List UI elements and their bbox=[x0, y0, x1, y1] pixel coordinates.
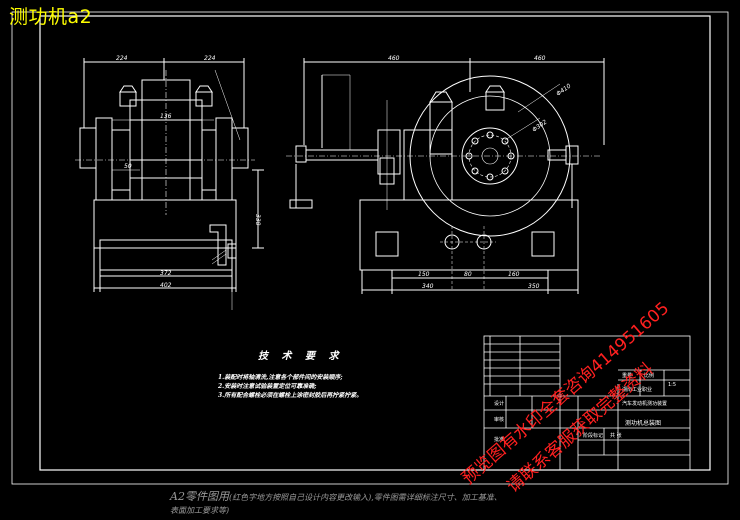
dim-front-right: 340 bbox=[422, 283, 434, 290]
dim-front-mid2: 160 bbox=[508, 271, 520, 278]
inner-frame bbox=[39, 15, 711, 471]
side-view bbox=[75, 58, 264, 310]
tb-school: 湖南工业职业 bbox=[622, 387, 653, 393]
footer-note: A2零件图用(红色字地方按照自己设计内容更改输入),零件图需详细标注尺寸、加工基… bbox=[170, 488, 502, 504]
tb-design-label: 设计 bbox=[494, 401, 505, 407]
footer-sub: (红色字地方按照自己设计内容更改输入),零件图需详细标注尺寸、加工基准、 bbox=[228, 493, 502, 502]
footer-main: A2零件图用 bbox=[170, 490, 229, 503]
tb-weight-label: 重量 bbox=[622, 373, 633, 379]
dim-front-top-left: 460 bbox=[388, 55, 400, 62]
dim-side-bottom-inner: 372 bbox=[160, 270, 172, 277]
dim-side-inner: 136 bbox=[160, 113, 172, 120]
dim-front-left2: 350 bbox=[528, 283, 540, 290]
front-view bbox=[286, 58, 605, 294]
tb-subtitle: 汽车发动机测功装置 bbox=[622, 401, 668, 407]
technical-requirements-notes: 1.装配时将轴清洗,注意各个部件间的安装顺序; 2.安装时注意试验装置定位可靠准… bbox=[218, 373, 362, 400]
footer-note-line2: 表面加工要求等) bbox=[170, 506, 230, 515]
tb-check-label: 审核 bbox=[494, 417, 505, 423]
tb-sheet-label: 共 张 bbox=[610, 433, 622, 439]
dim-side-top-left: 224 bbox=[116, 55, 128, 62]
tech-note: 3.所有配合螺栓必须在螺栓上涂密封胶后再拧紧拧紧。 bbox=[218, 392, 363, 399]
technical-requirements-heading: 技 术 要 求 bbox=[258, 351, 344, 362]
title-block bbox=[483, 335, 691, 471]
dim-front-top-right: 460 bbox=[534, 55, 546, 62]
tech-note: 2.安装时注意试验装置定位可靠准确; bbox=[218, 383, 317, 390]
dim-side-top-right: 224 bbox=[204, 55, 216, 62]
tb-scale-value: 1:5 bbox=[668, 382, 677, 388]
dim-front-left: 150 bbox=[418, 271, 430, 278]
tb-scale-label: 比例 bbox=[644, 373, 655, 379]
drawing-title: 测功机a2 bbox=[9, 6, 93, 28]
dim-front-mid1: 80 bbox=[464, 271, 472, 278]
tb-stage-label: 阶段标记 bbox=[583, 433, 604, 439]
tech-note: 1.装配时将轴清洗,注意各个部件间的安装顺序; bbox=[218, 374, 343, 381]
dim-dia-mid: Φ302 bbox=[531, 119, 548, 134]
tb-drawing-name: 测功机总装图 bbox=[625, 420, 662, 427]
dim-side-small: 50 bbox=[124, 163, 132, 170]
dim-side-bottom-outer: 402 bbox=[160, 282, 172, 289]
dim-dia-large: Φ410 bbox=[555, 83, 572, 98]
outer-frame bbox=[11, 11, 729, 485]
tb-approve-label: 批准 bbox=[494, 437, 505, 443]
dim-side-height: 338 bbox=[254, 214, 261, 226]
